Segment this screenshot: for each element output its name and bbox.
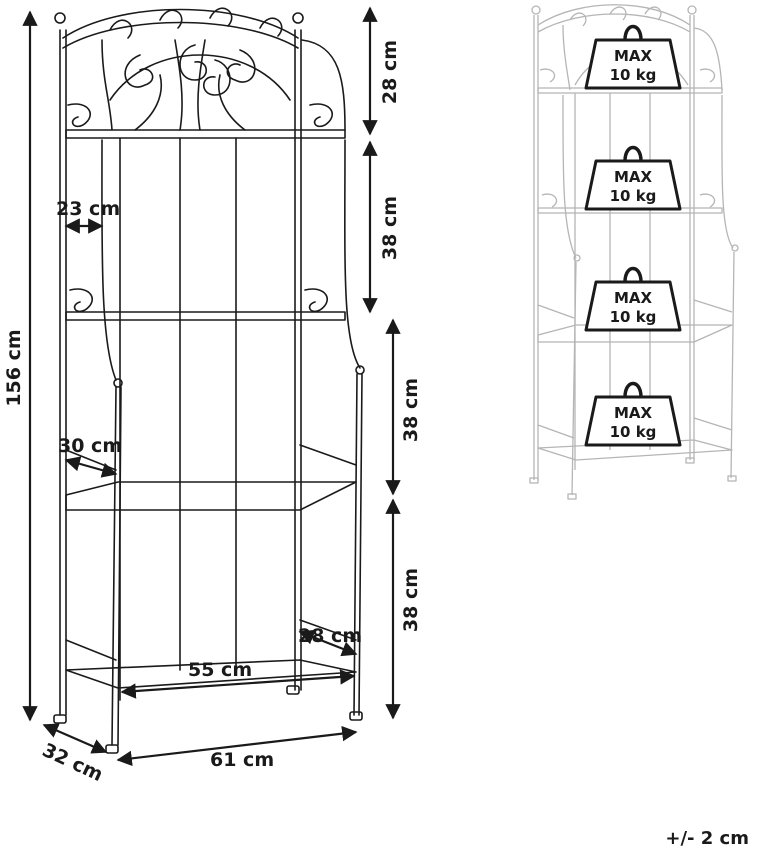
weight-icon [584,280,682,332]
weight-handle-icon [623,145,643,162]
dim-section-2: 38 cm [379,196,401,260]
dim-total-depth: 32 cm [39,739,106,786]
weight-kg-label: 10 kg [610,66,657,84]
weight-max-label: MAX [614,289,653,307]
weight-3: MAX 10 kg [584,266,682,332]
weight-icon [584,38,682,90]
weight-2: MAX 10 kg [584,145,682,211]
weight-max-label: MAX [614,47,653,65]
dim-inner-width: 55 cm [188,659,252,681]
weight-max-label: MAX [614,168,653,186]
weight-1: MAX 10 kg [584,24,682,90]
dim-mid-shelf-depth: 30 cm [58,435,122,457]
weight-4: MAX 10 kg [584,381,682,447]
dim-top-section: 28 cm [379,40,401,104]
rack-drawing [53,7,365,754]
dimension-lines [22,6,401,767]
dim-section-3: 38 cm [400,378,422,442]
rack-load-drawing [529,4,739,500]
dim-bottom-shelf-depth: 28 cm [298,625,362,647]
weight-handle-icon [623,266,643,283]
weight-icon [584,159,682,211]
weight-kg-label: 10 kg [610,423,657,441]
dim-top-shelf-depth: 23 cm [56,198,120,220]
weight-kg-label: 10 kg [610,308,657,326]
weight-handle-icon [623,381,643,398]
weight-handle-icon [623,24,643,41]
dim-total-height: 156 cm [3,329,25,406]
weight-kg-label: 10 kg [610,187,657,205]
weight-max-label: MAX [614,404,653,422]
dim-total-width: 61 cm [210,749,274,771]
weight-icon [584,395,682,447]
dim-section-4: 38 cm [400,568,422,632]
tolerance-note: +/- 2 cm [665,828,749,849]
